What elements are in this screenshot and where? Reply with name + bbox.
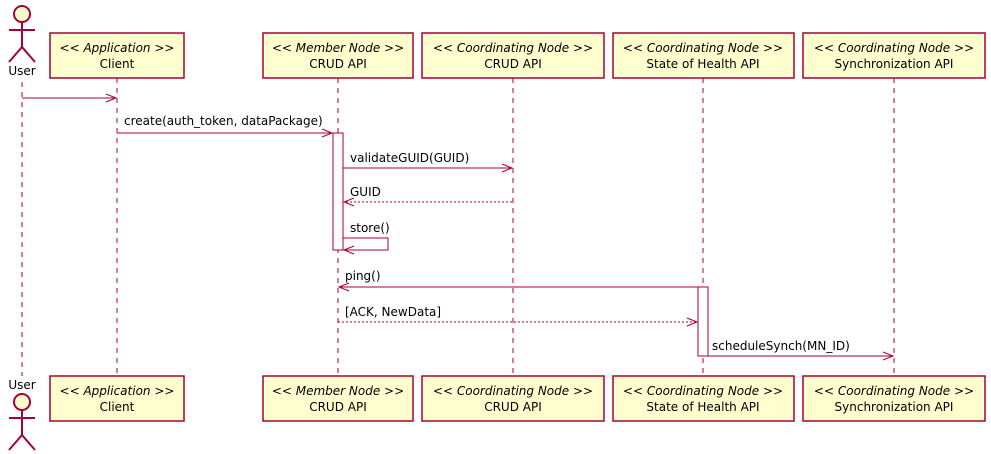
participant-mn-crud-top: << Member Node >> CRUD API (262, 32, 414, 79)
participant-stereotype: << Application >> (60, 41, 175, 55)
participant-name: CRUD API (309, 400, 367, 414)
participant-cn-sync-bottom: << Coordinating Node >> Synchronization … (802, 375, 986, 422)
participant-name: Synchronization API (835, 57, 954, 71)
participant-cn-soh-top: << Coordinating Node >> State of Health … (612, 32, 795, 79)
participant-name: CRUD API (309, 57, 367, 71)
message-schedule-synch: scheduleSynch(MN_ID) (708, 339, 895, 361)
participant-cn-sync-top: << Coordinating Node >> Synchronization … (802, 32, 986, 79)
message-validate-guid: validateGUID(GUID) (343, 151, 514, 173)
participant-name: State of Health API (646, 400, 759, 414)
participant-stereotype: << Coordinating Node >> (623, 41, 783, 55)
participant-stereotype: << Member Node >> (272, 384, 404, 398)
message-label: store() (350, 221, 390, 235)
participant-name: Client (100, 57, 135, 71)
actor-label: User (8, 378, 35, 392)
participant-cn-soh-bottom: << Coordinating Node >> State of Health … (612, 375, 795, 422)
message-label: ping() (345, 269, 381, 283)
participant-cn-crud-bottom: << Coordinating Node >> CRUD API (421, 375, 605, 422)
message-store-self: store() (342, 221, 390, 255)
message-label: validateGUID(GUID) (350, 151, 469, 165)
message-label: [ACK, NewData] (345, 305, 441, 319)
activation-mn-crud (332, 132, 344, 251)
message-label: GUID (350, 185, 381, 199)
participant-stereotype: << Coordinating Node >> (623, 384, 783, 398)
participant-stereotype: << Coordinating Node >> (814, 41, 974, 55)
message-label: create(auth_token, dataPackage) (124, 114, 323, 128)
actor-label: User (8, 64, 35, 78)
activation-cn-soh (697, 286, 709, 357)
lifelines (21, 78, 895, 376)
participant-name: CRUD API (484, 57, 542, 71)
participant-client-top: << Application >> Client (49, 32, 185, 79)
participant-name: Synchronization API (835, 400, 954, 414)
participant-stereotype: << Coordinating Node >> (814, 384, 974, 398)
participant-stereotype: << Application >> (60, 384, 175, 398)
participant-cn-crud-top: << Coordinating Node >> CRUD API (421, 32, 605, 79)
message-label: scheduleSynch(MN_ID) (712, 339, 850, 353)
message-create: create(auth_token, dataPackage) (117, 114, 334, 138)
message-user-to-client (22, 93, 118, 103)
participant-stereotype: << Coordinating Node >> (433, 384, 593, 398)
participant-mn-crud-bottom: << Member Node >> CRUD API (262, 375, 414, 422)
stick-figure-icon (8, 5, 36, 63)
participant-stereotype: << Coordinating Node >> (433, 41, 593, 55)
stick-figure-icon (8, 393, 36, 451)
participant-name: CRUD API (484, 400, 542, 414)
actor-user-top: User (8, 5, 36, 78)
message-ack-newdata: [ACK, NewData] (338, 305, 699, 327)
participant-stereotype: << Member Node >> (272, 41, 404, 55)
actor-user-bottom: User (8, 378, 36, 451)
participant-name: State of Health API (646, 57, 759, 71)
participant-client-bottom: << Application >> Client (49, 375, 185, 422)
participant-name: Client (100, 400, 135, 414)
message-guid-return: GUID (342, 185, 512, 207)
message-ping: ping() (337, 269, 698, 292)
